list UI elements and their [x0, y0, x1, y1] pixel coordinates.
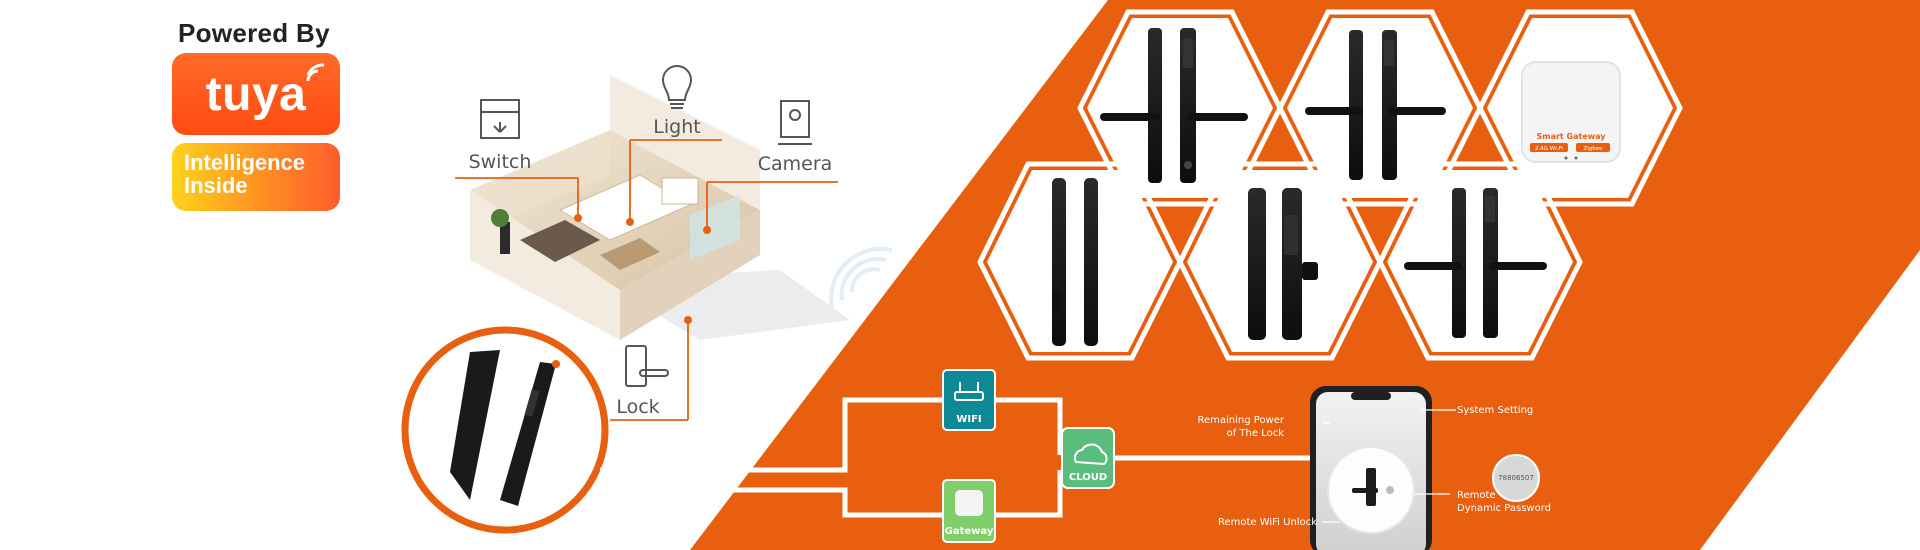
remote-dynamic-line1: Remote	[1457, 490, 1496, 501]
lock-product-5	[1248, 188, 1318, 340]
system-setting-label: System Setting	[1457, 405, 1533, 416]
tuya-brand-block: Powered By tuya Intelligence Inside	[172, 18, 342, 211]
intelligence-inside-badge: Intelligence Inside	[172, 143, 340, 211]
gateway-tag-1: 2.4G Wi-Fi	[1535, 146, 1563, 152]
network-lines	[600, 397, 1318, 518]
gateway-tag-2: Zigbee	[1583, 146, 1603, 152]
wifi-label: WIFI	[956, 414, 981, 425]
tuya-logo-text: tuya	[205, 67, 307, 121]
lock-icon	[625, 345, 669, 387]
remaining-power-line1: Remaining Power	[1197, 415, 1284, 426]
cloud-icon	[1061, 427, 1115, 489]
wifi-router-icon	[942, 369, 996, 431]
gateway-product-title: Smart Gateway	[1536, 132, 1606, 141]
light-label: Light	[653, 116, 700, 138]
remaining-power-line2: of The Lock	[1227, 428, 1285, 439]
switch-icon	[480, 99, 520, 139]
gateway-label: Gateway	[945, 526, 994, 537]
password-badge-code: 78806507	[1498, 474, 1534, 482]
lock-product-4	[1052, 178, 1098, 346]
switch-label: Switch	[469, 151, 532, 173]
featured-lock-circle	[401, 326, 609, 534]
tuya-logo: tuya	[172, 53, 340, 135]
camera-label: Camera	[758, 153, 833, 175]
gateway-icon	[942, 479, 996, 543]
wifi-waves-icon	[829, 246, 893, 309]
lock-product-6	[1404, 188, 1547, 338]
phone-mockup	[1310, 386, 1432, 550]
dynamic-password-badge: 78806507	[1492, 454, 1540, 502]
lock-label: Lock	[616, 396, 659, 418]
phone-callout-lines	[1322, 409, 1456, 523]
isometric-room-illustration	[470, 75, 850, 340]
tagline-line2: Inside	[184, 173, 248, 198]
lock-product-1	[1100, 28, 1248, 183]
lock-product-2	[1305, 30, 1446, 180]
gateway-product: Smart Gateway 2.4G Wi-Fi Zigbee	[1521, 61, 1621, 163]
powered-by-label: Powered By	[178, 18, 330, 48]
hexagon-3	[1477, 9, 1683, 207]
remote-wifi-unlock-label: Remote WiFi Unlock	[1218, 517, 1317, 528]
remote-dynamic-line2: Dynamic Password	[1457, 503, 1551, 514]
light-bulb-icon	[661, 64, 693, 109]
room-leader-lines	[455, 139, 838, 421]
cloud-label: CLOUD	[1069, 472, 1107, 483]
tuya-signal-icon	[306, 63, 325, 82]
camera-icon	[778, 100, 812, 145]
tagline-line1: Intelligence	[184, 150, 306, 175]
